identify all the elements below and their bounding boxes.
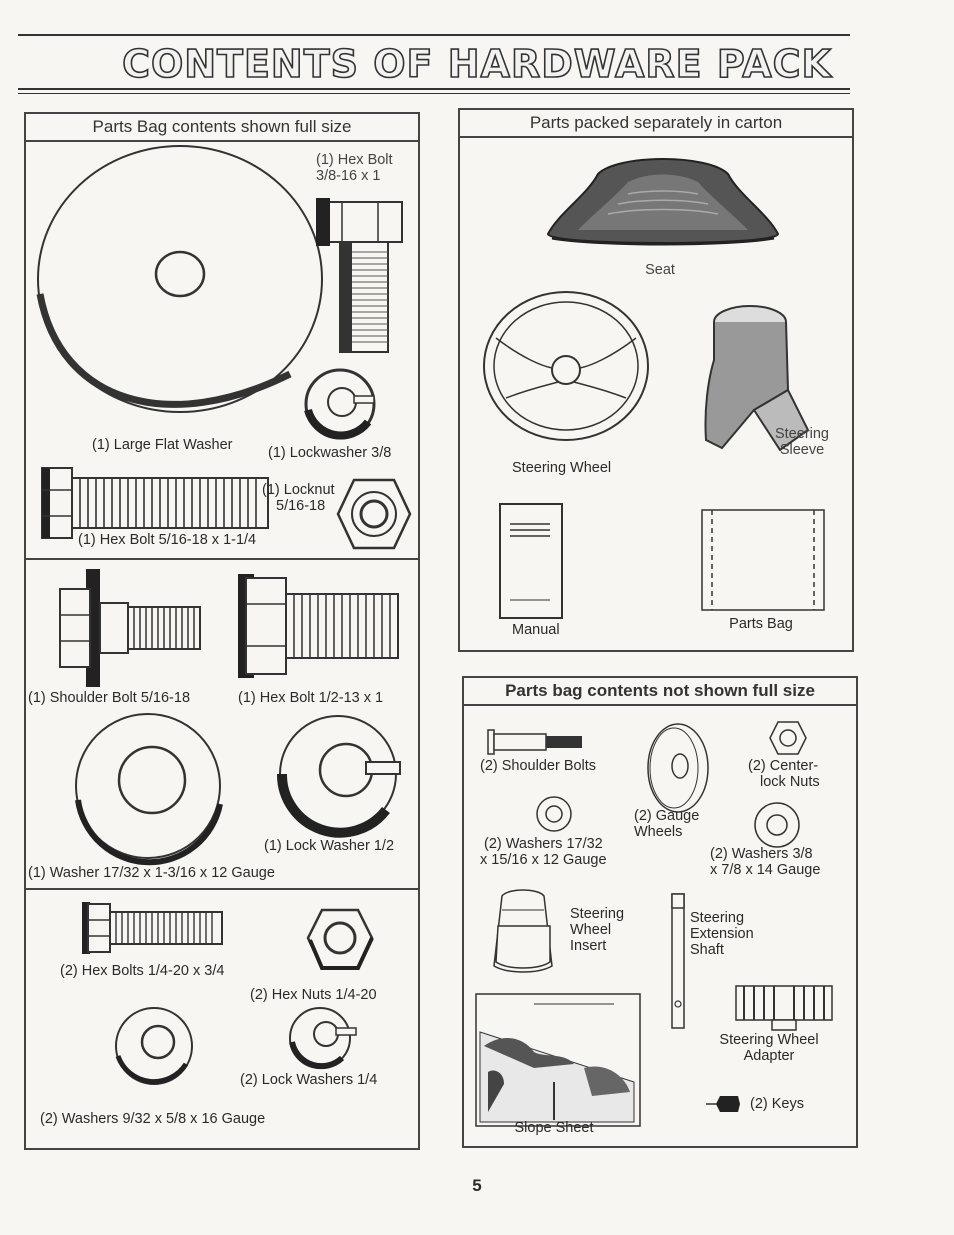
carton-panel: Parts packed separately in carton Seat S…	[458, 108, 854, 652]
hex-bolts-14-illustration	[82, 902, 223, 954]
steering-sleeve-illustration	[704, 305, 810, 452]
manual-label: Manual	[512, 622, 560, 638]
panel-header: Parts packed separately in carton	[460, 110, 852, 138]
large-flat-washer-label: (1) Large Flat Washer	[92, 437, 233, 453]
steering-sleeve-label: Steering Sleeve	[774, 426, 829, 458]
hex-bolt-516-illustration	[41, 467, 269, 539]
washer-1732-illustration	[75, 713, 223, 866]
washers-1732-small-label: (2) Washers 17/32 x 15/16 x 12 Gauge	[480, 836, 607, 868]
steering-wheel-illustration	[483, 291, 649, 441]
seat-label: Seat	[645, 262, 675, 278]
large-flat-washer-illustration	[36, 145, 323, 413]
steering-wheel-insert-label: Steering Wheel Insert	[570, 906, 625, 954]
washer-1732-label: (1) Washer 17/32 x 1-3/16 x 12 Gauge	[28, 865, 275, 881]
top-rule	[18, 34, 850, 36]
seat-illustration	[546, 158, 780, 246]
manual-illustration	[499, 503, 563, 619]
hex-bolt-38-label: (1) Hex Bolt 3/8-16 x 1	[316, 152, 393, 184]
slope-sheet-illustration	[475, 993, 641, 1127]
locknut-illustration	[336, 478, 412, 550]
shoulder-bolts-label: (2) Shoulder Bolts	[480, 758, 597, 774]
parts-bag-illustration	[701, 509, 825, 611]
lockwasher-38-label: (1) Lockwasher 3/8	[268, 445, 392, 461]
section-divider	[26, 558, 418, 560]
washers-38-small-illustration	[754, 802, 800, 848]
page-number: 5	[472, 1176, 482, 1195]
panel-header: Parts bag contents not shown full size	[464, 678, 856, 706]
center-lock-nuts-label: (2) Center- lock Nuts	[748, 758, 820, 790]
lock-washers-14-label: (2) Lock Washers 1/4	[240, 1072, 378, 1088]
shoulder-bolt-label: (1) Shoulder Bolt 5/16-18	[28, 690, 191, 706]
lock-washers-14-illustration	[289, 1007, 357, 1070]
page-title: CONTENTS OF HARDWARE PACK	[121, 41, 832, 87]
lockwasher-38-illustration	[304, 368, 376, 440]
hex-bolts-14-label: (2) Hex Bolts 1/4-20 x 3/4	[60, 963, 225, 979]
steering-extension-shaft-illustration	[671, 893, 685, 1029]
washers-38-small-label: (2) Washers 3/8 x 7/8 x 14 Gauge	[710, 846, 821, 878]
slope-sheet-label: Slope Sheet	[514, 1120, 594, 1136]
key-icon	[706, 1096, 740, 1112]
keys-label: (2) Keys	[750, 1096, 804, 1112]
steering-wheel-insert-illustration	[493, 889, 553, 973]
center-lock-nut-illustration	[769, 721, 807, 755]
hex-nuts-14-illustration	[306, 908, 374, 970]
steering-wheel-adapter-label: Steering Wheel Adapter	[719, 1032, 819, 1064]
hex-bolt-38-illustration	[316, 198, 403, 353]
gauge-wheels-label: (2) Gauge Wheels	[634, 808, 700, 840]
steering-wheel-adapter-illustration	[735, 985, 833, 1031]
washers-932-label: (2) Washers 9/32 x 5/8 x 16 Gauge	[40, 1111, 266, 1127]
title-rule	[18, 88, 850, 90]
not-full-size-panel: Parts bag contents not shown full size (…	[462, 676, 858, 1148]
gauge-wheels-illustration	[647, 723, 709, 813]
hex-bolt-12-illustration	[238, 574, 399, 678]
lock-washer-12-illustration	[276, 715, 401, 838]
panel-header: Parts Bag contents shown full size	[26, 114, 418, 142]
washers-932-illustration	[115, 1007, 193, 1085]
title-rule-thin	[18, 93, 850, 94]
steering-wheel-label: Steering Wheel	[512, 460, 612, 476]
hex-nuts-14-label: (2) Hex Nuts 1/4-20	[250, 987, 377, 1003]
hex-bolt-516-label: (1) Hex Bolt 5/16-18 x 1-1/4	[78, 532, 257, 548]
steering-extension-shaft-label: Steering Extension Shaft	[690, 910, 754, 958]
washers-1732-small-illustration	[536, 796, 572, 832]
shoulder-bolts-illustration	[487, 729, 582, 755]
lock-washer-12-label: (1) Lock Washer 1/2	[264, 838, 395, 854]
parts-bag-full-size-panel: Parts Bag contents shown full size (1) H…	[24, 112, 420, 1150]
section-divider	[26, 888, 418, 890]
locknut-label: (1) Locknut 5/16-18	[262, 482, 335, 514]
shoulder-bolt-illustration	[59, 569, 201, 687]
parts-bag-label: Parts Bag	[729, 616, 793, 632]
hex-bolt-12-label: (1) Hex Bolt 1/2-13 x 1	[238, 690, 384, 706]
